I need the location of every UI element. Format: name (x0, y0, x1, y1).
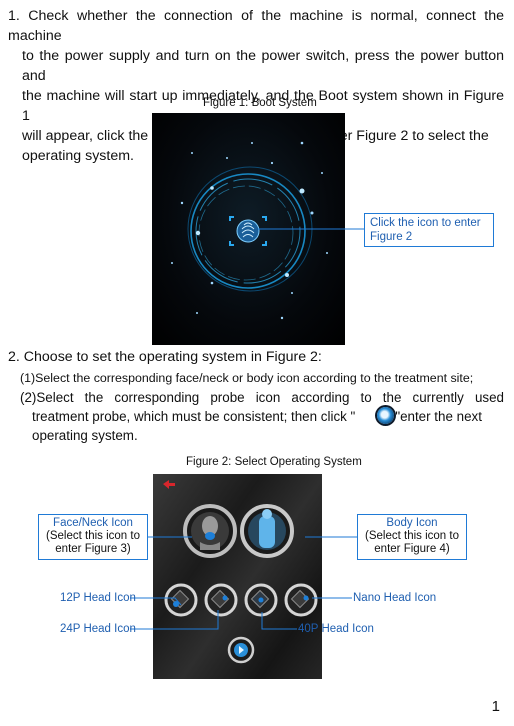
step2-item: treatment probe, which must be consisten… (20, 407, 504, 426)
body-callout: Body Icon (Select this icon to enter Fig… (357, 514, 467, 560)
step1-line: to the power supply and turn on the powe… (22, 48, 504, 84)
figure1-callout-line (258, 228, 366, 230)
probe-icon-40p (244, 583, 278, 617)
head-24p-label: 24P Head Icon (60, 623, 136, 635)
step2-item-part: treatment probe, which must be consisten… (32, 409, 356, 424)
face-neck-icon (183, 504, 237, 558)
face-neck-callout: Face/Neck Icon (Select this icon to ente… (38, 514, 148, 560)
probe-icon-24p (204, 583, 238, 617)
next-arrow-icon (377, 407, 395, 424)
back-icon (163, 480, 175, 489)
figure2-caption: Figure 2: Select Operating System (186, 456, 362, 468)
step2-list: (1)Select the corresponding face/neck or… (20, 369, 504, 445)
probe-icon-nano (284, 583, 318, 617)
figure1-caption: Figure 1: Boot System (203, 97, 317, 109)
operating-system-screen (153, 474, 322, 679)
body-callout-title: Body Icon (386, 517, 438, 529)
probe-icon-12p (164, 583, 198, 617)
step1-line: 1. Check whether the connection of the m… (8, 8, 504, 44)
step2-item: (2)Select the corresponding probe icon a… (20, 390, 504, 405)
head-40p-label: 40P Head Icon (298, 623, 374, 635)
next-arrow-icon (227, 636, 255, 664)
step2-heading: 2. Choose to set the operating system in… (8, 349, 322, 365)
body-icon (240, 504, 294, 558)
boot-ring-graphic (171, 141, 328, 320)
operating-system-graphic (163, 480, 318, 664)
page-number: 1 (491, 698, 500, 715)
step2-item-part: "enter the next (395, 409, 482, 424)
step1-line: the machine will start up immediately, a… (22, 88, 504, 124)
head-nano-label: Nano Head Icon (353, 592, 437, 604)
body-callout-desc: (Select this icon to enter Figure 4) (365, 530, 459, 555)
figure1-callout: Click the icon to enter Figure 2 (364, 213, 494, 247)
head-12p-label: 12P Head Icon (60, 592, 136, 604)
step2-item: operating system. (32, 428, 138, 443)
step2-item: (1)Select the corresponding face/neck or… (20, 371, 474, 385)
face-neck-callout-desc: (Select this icon to enter Figure 3) (46, 530, 140, 555)
face-neck-callout-title: Face/Neck Icon (53, 517, 133, 529)
step1-line: operating system. (22, 148, 134, 164)
